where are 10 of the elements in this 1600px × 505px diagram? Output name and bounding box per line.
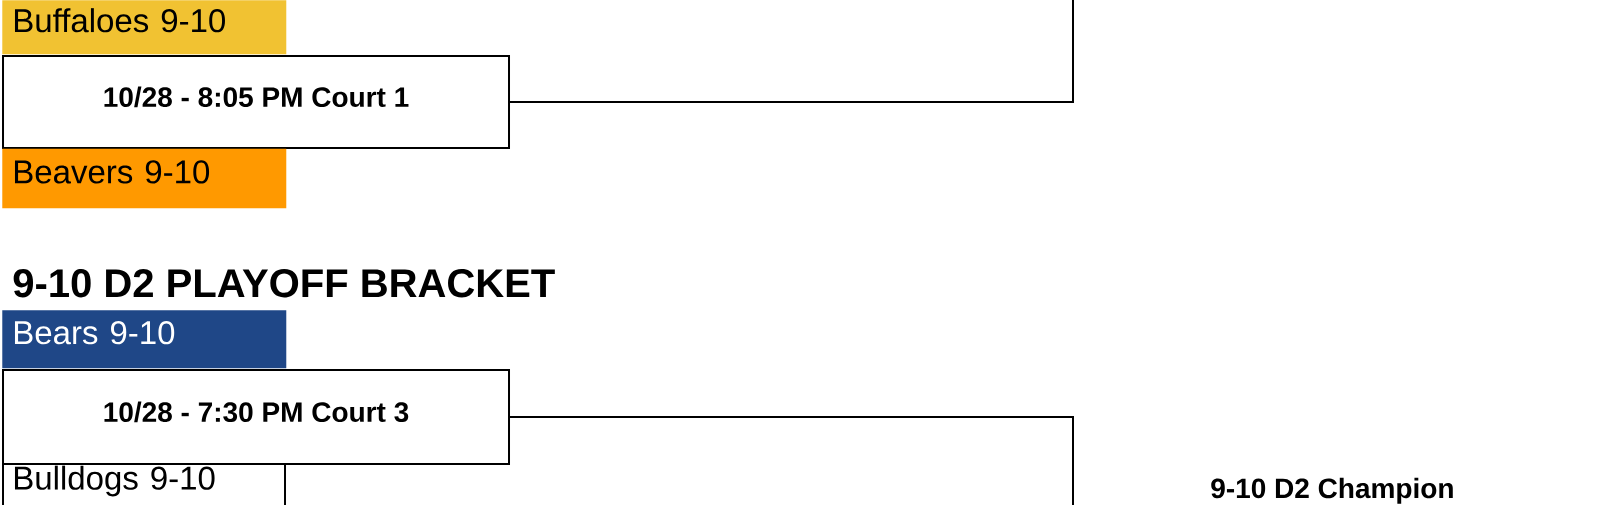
team-box: Bears 9-10 xyxy=(2,310,287,369)
game-box: 10/28 - 8:05 PM Court 1 xyxy=(2,55,510,149)
bracket-title: 9-10 D2 PLAYOFF BRACKET xyxy=(13,269,555,298)
team-box: Beavers 9-10 xyxy=(2,148,287,209)
champion-label: 9-10 D2 Champion xyxy=(1211,477,1453,504)
bracket-line xyxy=(509,0,1074,103)
team-box: Bulldogs 9-10 xyxy=(2,462,286,505)
bracket-line xyxy=(509,416,1074,505)
team-box: Buffaloes 9-10 xyxy=(2,0,287,55)
game-box: 10/28 - 7:30 PM Court 3 xyxy=(2,369,510,465)
